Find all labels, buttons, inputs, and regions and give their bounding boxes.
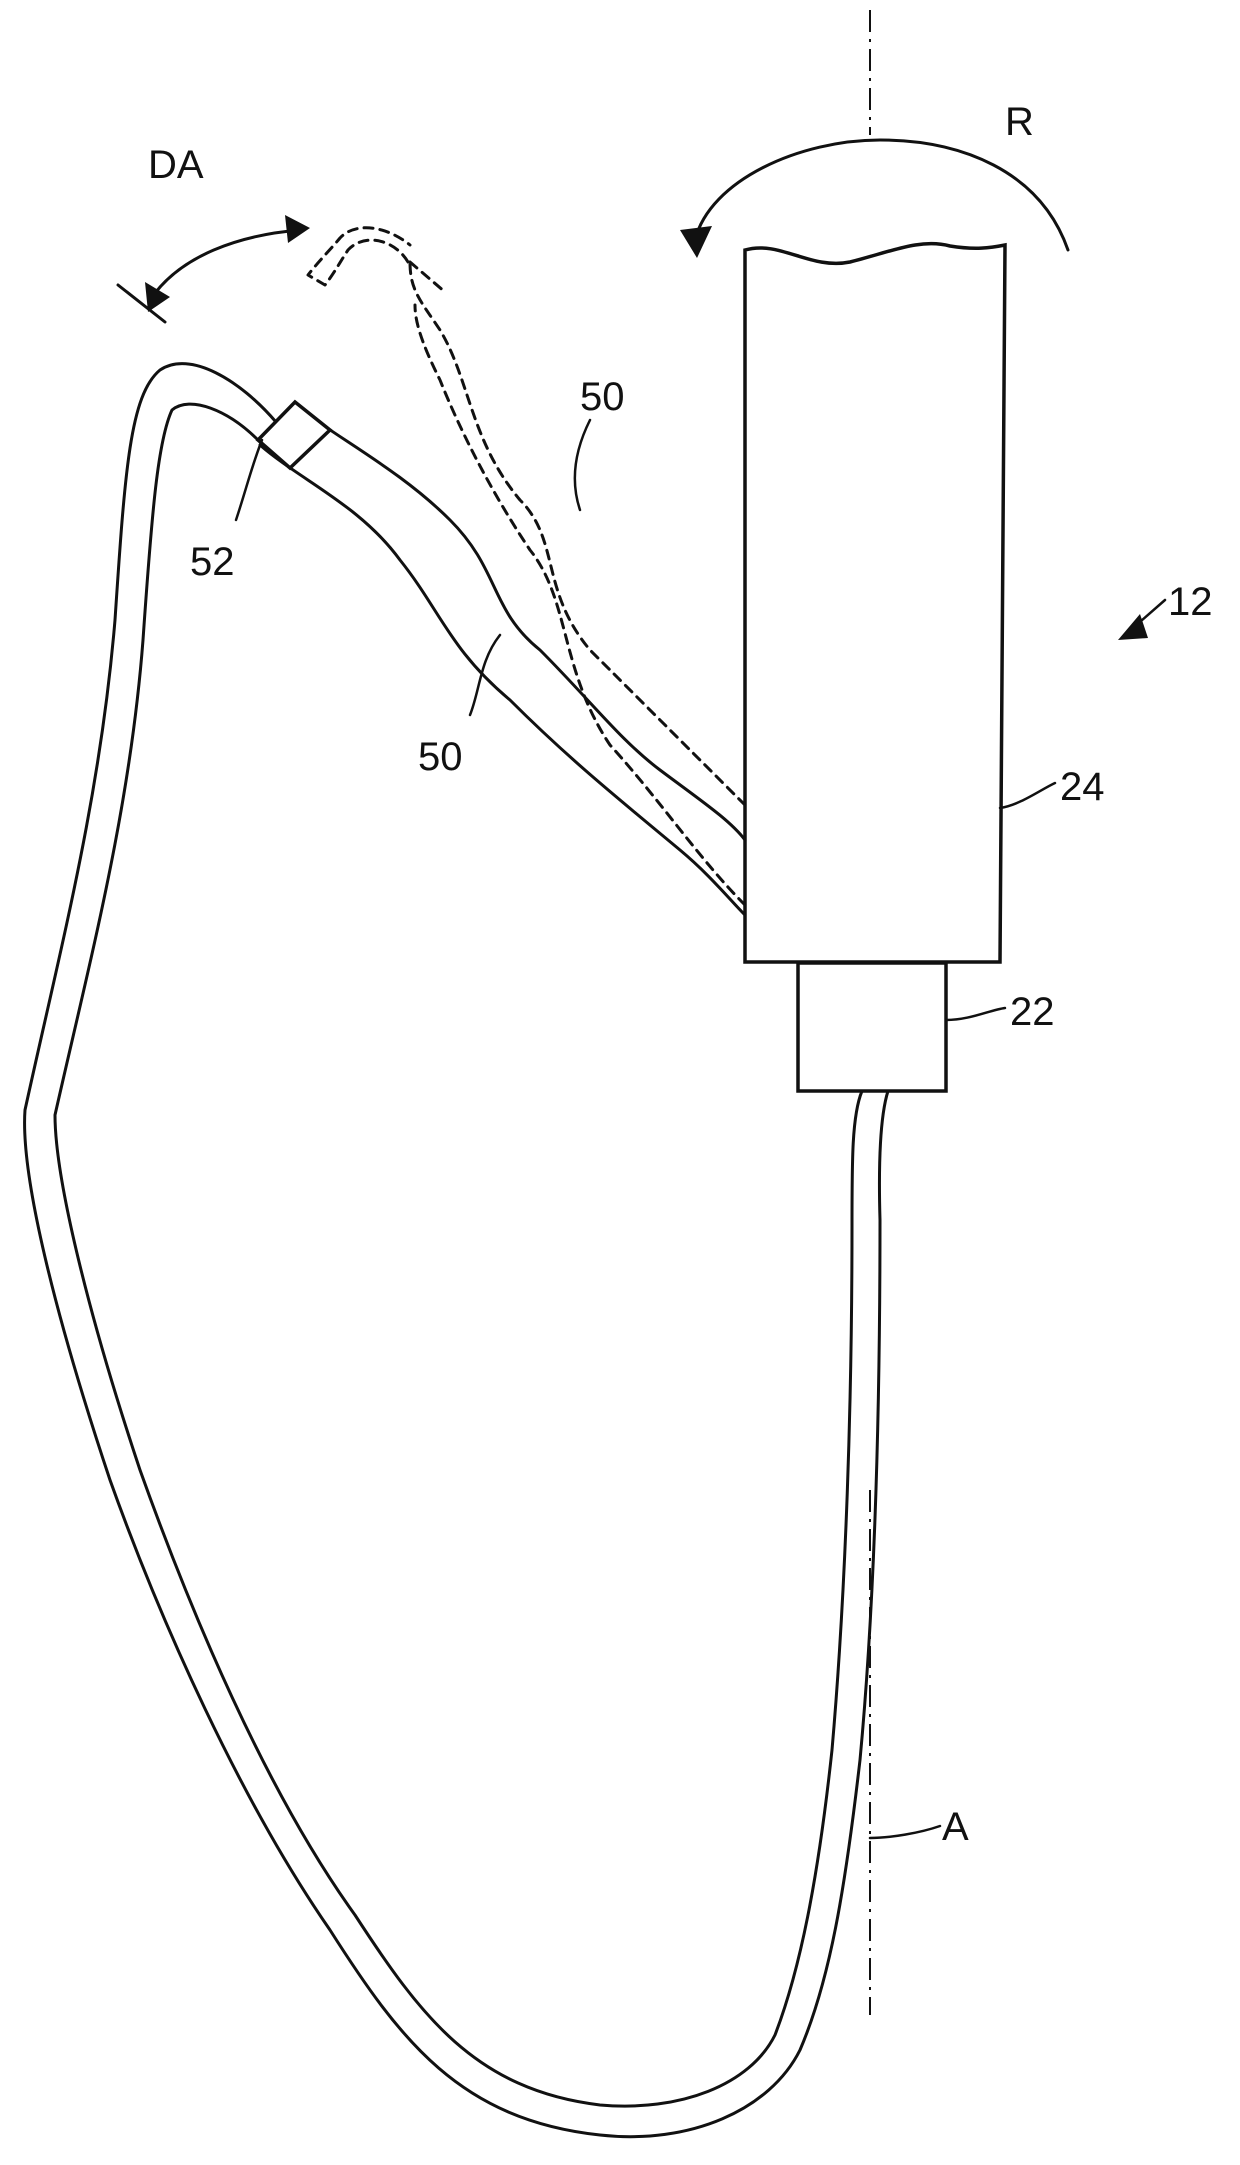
lower-body bbox=[798, 963, 946, 1091]
leader-A bbox=[870, 1826, 940, 1838]
deflectable-part-lower-edge bbox=[260, 445, 745, 915]
deflected-part-dashed-tip bbox=[308, 228, 445, 292]
label-50-upper: 50 bbox=[580, 375, 625, 419]
tube-inner-wall bbox=[55, 404, 862, 2106]
deflected-part-dashed-left bbox=[410, 262, 745, 805]
rotation-arrowhead bbox=[680, 226, 712, 258]
rotation-arrow bbox=[695, 140, 1068, 250]
leader-50-upper bbox=[575, 420, 590, 510]
deflection-angle-arc bbox=[150, 230, 300, 300]
label-24: 24 bbox=[1060, 765, 1105, 809]
label-A: A bbox=[942, 1805, 969, 1849]
label-12: 12 bbox=[1168, 580, 1213, 624]
leader-22 bbox=[946, 1008, 1005, 1020]
leader-52 bbox=[236, 440, 262, 520]
label-50-lower: 50 bbox=[418, 735, 463, 779]
deflection-angle-arrowhead-right bbox=[285, 215, 310, 243]
deflectable-part-upper-edge bbox=[295, 405, 745, 840]
label-R: R bbox=[1005, 100, 1034, 144]
label-52: 52 bbox=[190, 540, 235, 584]
label-DA: DA bbox=[148, 143, 204, 187]
upper-body bbox=[745, 244, 1005, 962]
leader-24 bbox=[1000, 783, 1055, 808]
label-22: 22 bbox=[1010, 990, 1055, 1034]
